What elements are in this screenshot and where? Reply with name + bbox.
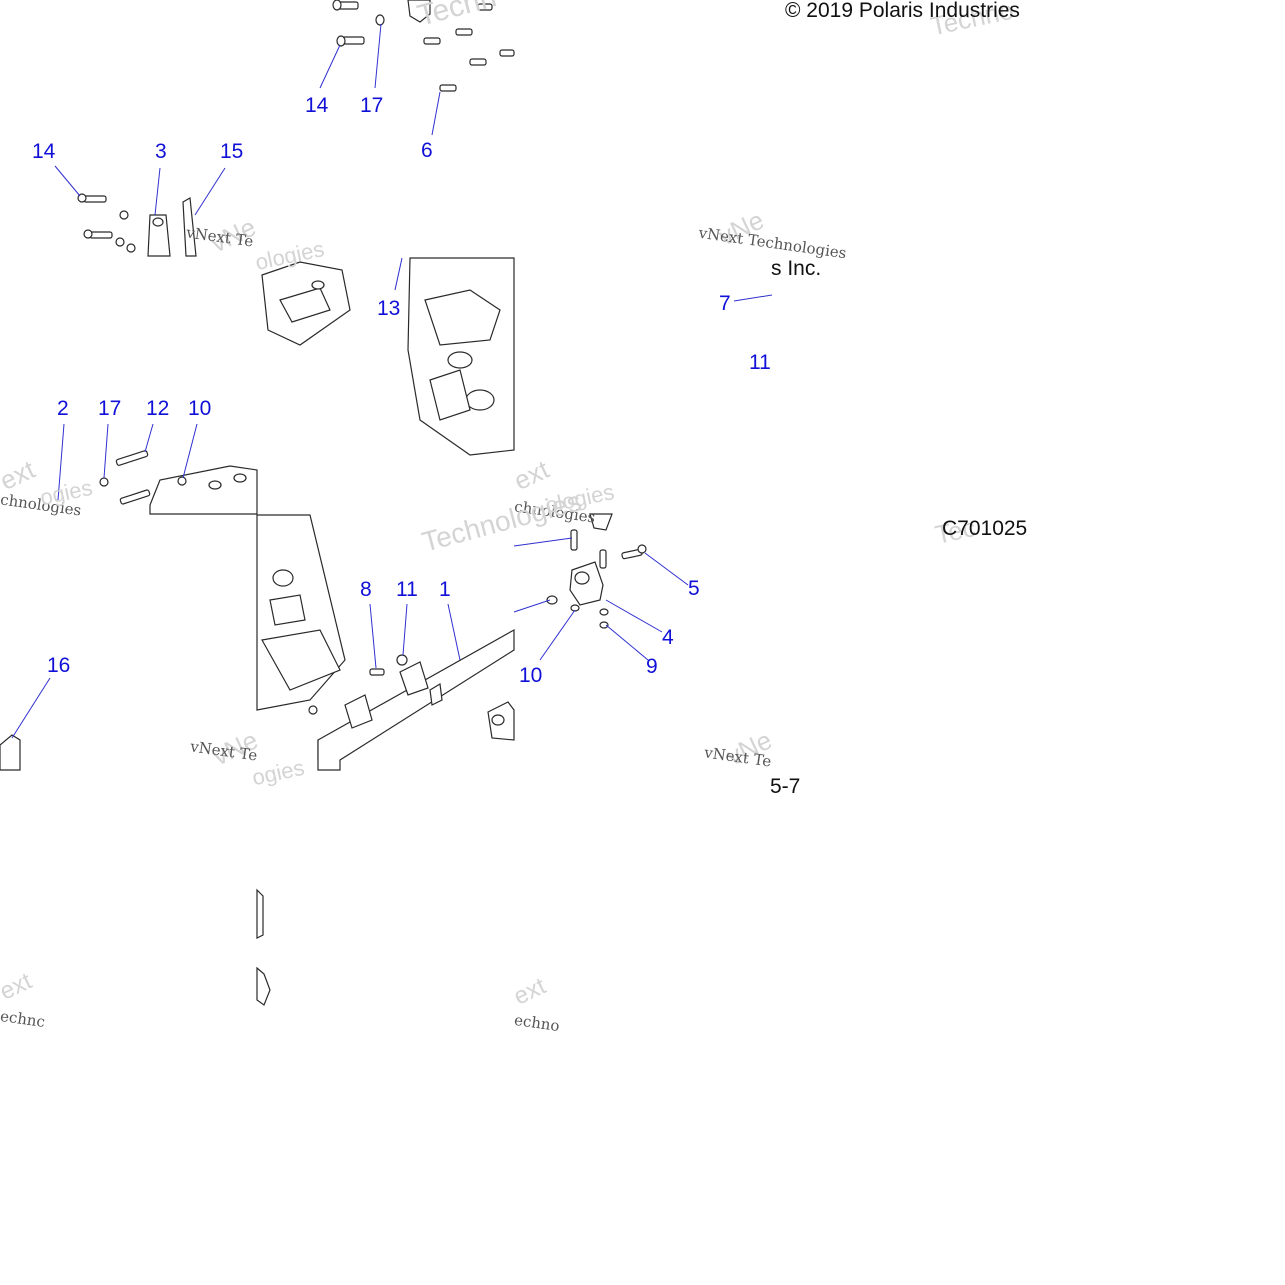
callout-6: 6 [421, 139, 433, 162]
callout-2: 2 [57, 397, 69, 420]
bolt-5 [621, 544, 647, 560]
callout-11-center: 11 [396, 578, 418, 601]
nut-11 [396, 654, 408, 666]
bolts-right-top [423, 3, 515, 92]
callout-3: 3 [155, 140, 167, 163]
callout-12: 12 [146, 397, 170, 420]
page-reference: 5-7 [770, 775, 801, 798]
bracket-top [407, 0, 431, 23]
mount-right [487, 513, 613, 741]
fragment-lower [256, 888, 271, 1006]
callout-13: 13 [377, 297, 401, 320]
callout-9: 9 [646, 655, 658, 678]
washer-top [375, 14, 385, 26]
callout-4: 4 [662, 626, 674, 649]
leader-lines [11, 23, 773, 739]
bolt-12b [119, 489, 151, 505]
callout-7: 7 [719, 292, 731, 315]
callout-8: 8 [360, 578, 372, 601]
bolt-14-left [77, 193, 107, 203]
callout-14-top: 14 [305, 94, 329, 117]
callout-10-right: 10 [519, 664, 543, 687]
bolt-14-top [332, 0, 359, 11]
callout-1: 1 [439, 578, 451, 601]
callout-5: 5 [688, 577, 700, 600]
crossmember-1 [317, 628, 515, 771]
company-fragment-text: s Inc. [771, 257, 822, 280]
mount-3 [147, 214, 171, 257]
callout-10-left: 10 [188, 397, 212, 420]
copyright-text: © 2019 Polaris Industries [785, 0, 1020, 22]
bolt-17-top [336, 35, 365, 47]
engine-block-lower [256, 514, 346, 711]
callout-16: 16 [47, 654, 71, 677]
callout-15: 15 [220, 140, 244, 163]
bolt-left-2 [83, 229, 113, 239]
callout-14-left: 14 [32, 140, 56, 163]
callout-17-left: 17 [98, 397, 122, 420]
drawing-number: C701025 [942, 517, 1028, 540]
engine-head-left [149, 465, 258, 515]
engine-head-16 [0, 734, 21, 771]
callout-11-right: 11 [749, 351, 771, 374]
callout-17-top: 17 [360, 94, 384, 117]
bolt-12 [115, 450, 149, 466]
link-15 [182, 197, 197, 257]
engine-block-upper [261, 257, 515, 456]
bolt-8 [369, 668, 385, 676]
